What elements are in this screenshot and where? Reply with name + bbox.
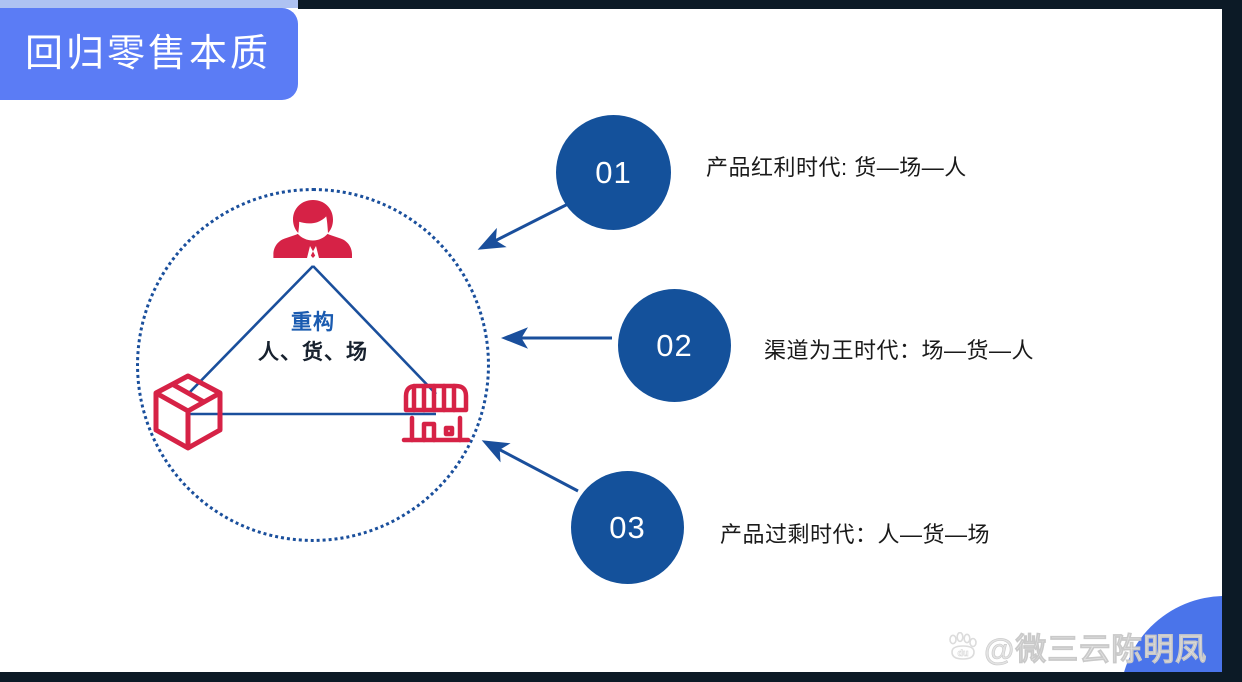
baidu-paw-icon: du [949,631,977,660]
watermark-text: @微三云陈明凤 [984,632,1208,668]
right-navy-bar [1222,0,1242,682]
step-circle-03[interactable]: 03 [571,471,684,584]
diagram-center-label: 重构 人、货、场 [136,310,490,367]
retail-triangle-diagram: 重构 人、货、场 [136,188,490,542]
box-icon [153,373,223,451]
step-text-02: 渠道为王时代：场—货—人 [764,338,1035,363]
storefront-icon [401,383,471,443]
step-circle-02[interactable]: 02 [618,289,731,402]
step-text-01: 产品红利时代: 货—场—人 [706,155,967,180]
title-banner: 回归零售本质 [0,8,298,100]
top-navy-bar [298,0,1242,9]
step-text-03: 产品过剩时代：人—货—场 [720,522,991,547]
baidu-logo-text: du [958,648,969,658]
slide-canvas: 重构 人、货、场 01 产品红利时代: 货—场—人 02 渠道为王时代：场—货—… [0,8,1222,672]
person-icon [273,200,352,258]
triangle-connectors [187,265,437,416]
arrow-step-01 [477,202,569,250]
diagram-graphics [153,200,471,451]
step-number-01: 01 [595,154,632,190]
step-number-03: 03 [609,509,646,545]
arrow-step-03 [481,440,579,493]
center-label-line2: 人、货、场 [258,341,368,365]
watermark: du @微三云陈明凤 [946,624,1207,669]
center-label-line1: 重构 [291,311,335,334]
page-title: 回归零售本质 [24,33,271,75]
top-left-strip [0,0,298,8]
step-circle-01[interactable]: 01 [556,115,671,230]
dotted-boundary-circle [136,188,490,542]
bottom-navy-bar [0,672,1242,682]
step-number-02: 02 [656,327,693,363]
